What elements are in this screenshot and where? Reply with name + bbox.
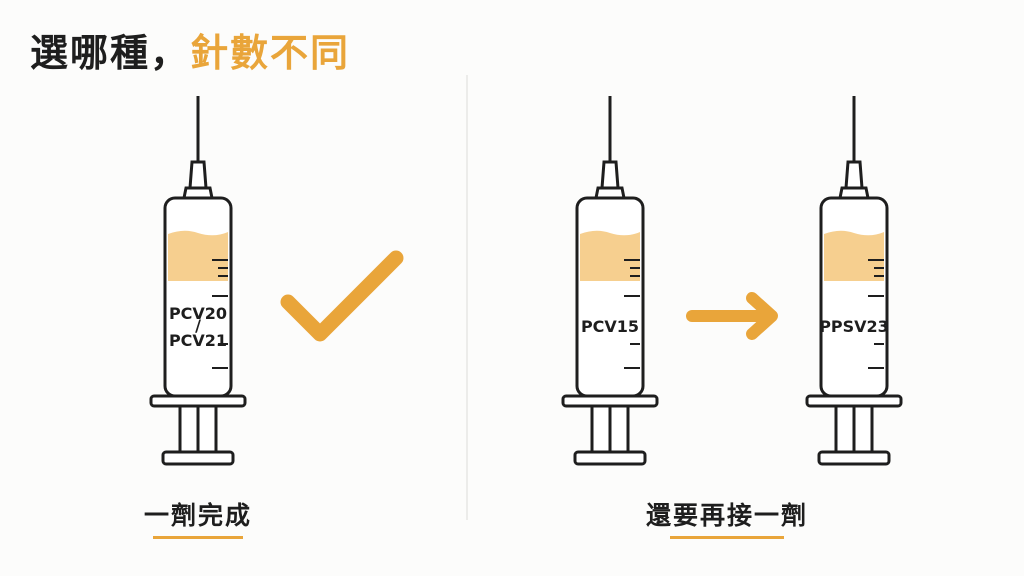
syringe-left-label-separator: / [195,316,201,335]
syringe-pcv15: PCV15 [561,96,659,466]
left-caption: 一劑完成 [143,501,253,530]
check-icon [280,250,404,342]
syringe-left: PCV20 / PCV21 [149,96,247,466]
title-main: 選哪種， [30,31,191,75]
syringe-pcv15-label: PCV15 [581,317,639,336]
center-divider [466,75,468,520]
title-accent: 針數不同 [190,31,351,75]
left-caption-underline [153,536,243,539]
arrow-right-icon [686,292,778,340]
right-caption: 還要再接一劑 [645,501,809,530]
syringe-ppsv23: PPSV23 [805,96,903,466]
syringe-ppsv23-label: PPSV23 [819,317,889,336]
page-title: 選哪種，針數不同 [30,22,350,77]
syringe-left-label-line1: PCV20 [169,304,227,323]
syringe-left-label-line2: PCV21 [169,331,227,350]
right-caption-underline [670,536,784,539]
